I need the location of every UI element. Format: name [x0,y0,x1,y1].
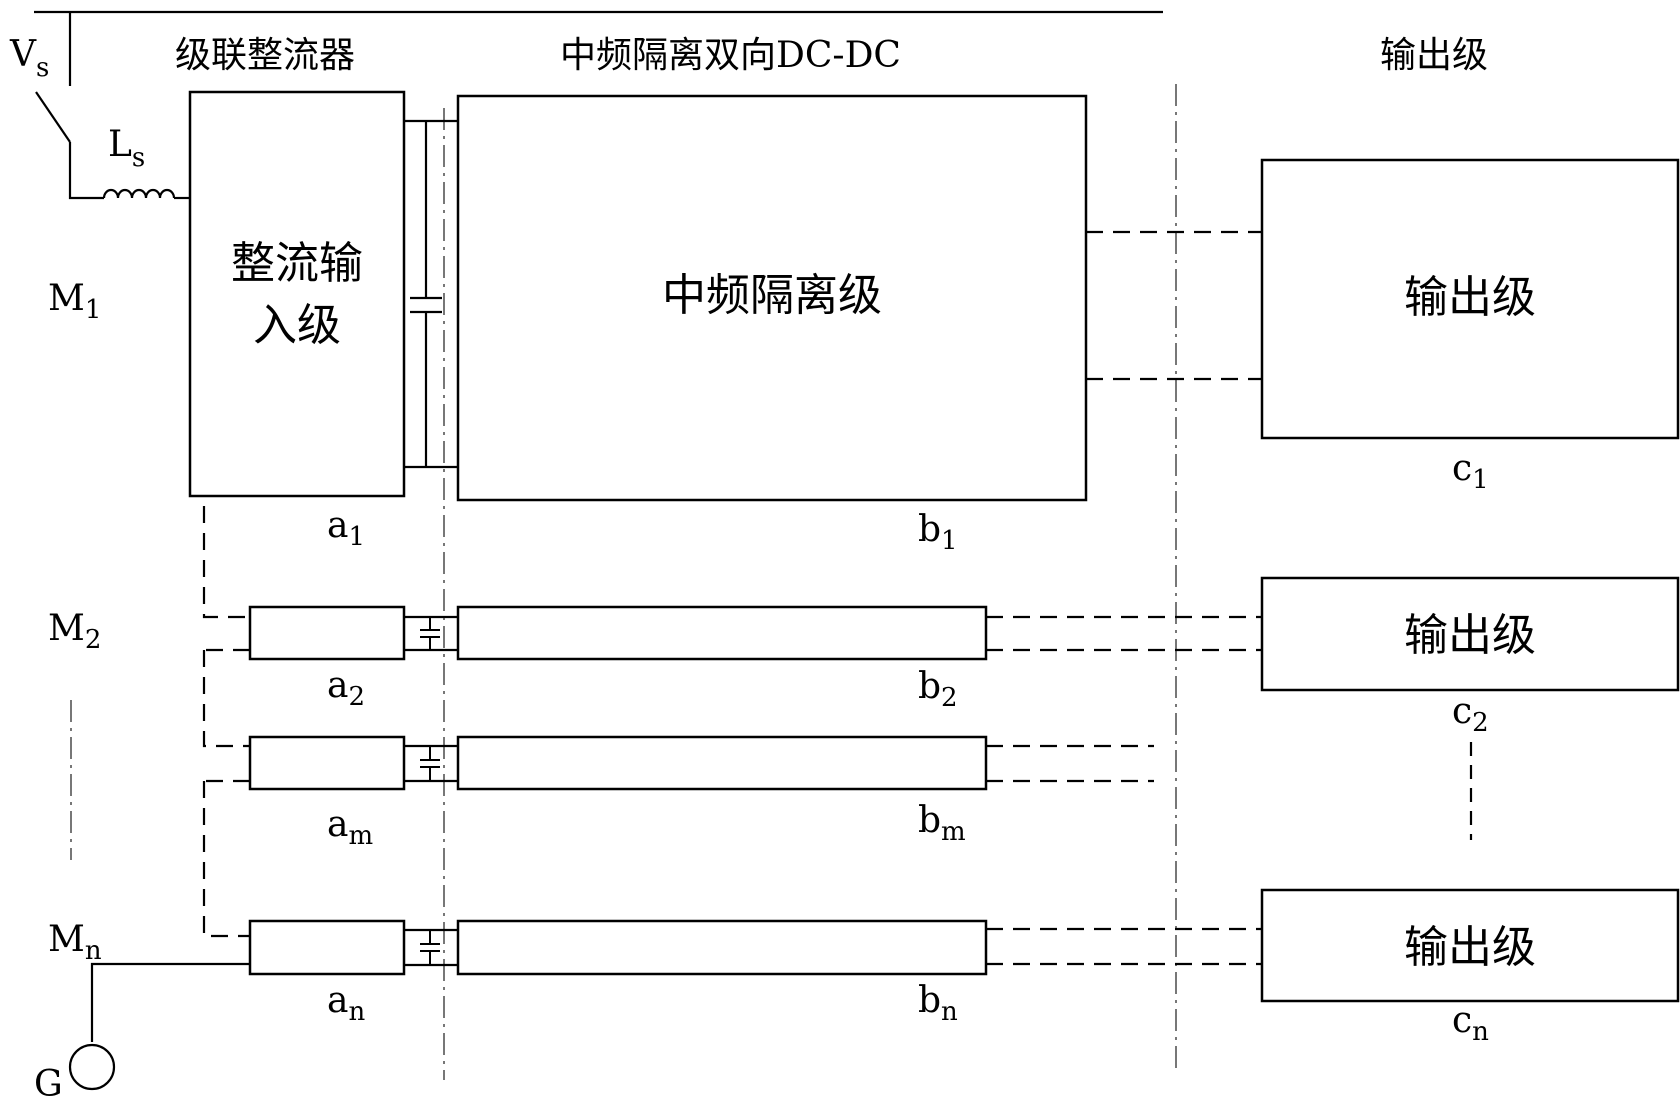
header-rectifier: 级联整流器 [175,35,355,76]
label-c2: c2 [1452,691,1489,738]
source-voltage-label: Vs [9,34,49,83]
series-link-1-2 [204,506,250,617]
label-c1: c1 [1452,448,1489,495]
label-bm: bm [918,800,966,847]
rectifier-input-block [190,92,404,496]
rectifier-block-am [250,737,404,789]
module-label-mn: Mn [48,919,102,966]
isolation-block-bm [458,737,986,789]
source-wire [70,142,104,198]
label-a1: a1 [327,505,365,552]
inductor-ls-icon [104,190,174,198]
ground-icon [70,1045,114,1089]
label-b2: b2 [918,666,958,713]
output-block-text-cn: 输出级 [1404,922,1536,973]
label-b1: b1 [918,509,958,556]
label-a2: a2 [327,665,365,712]
series-link-m-n [204,781,250,936]
rectifier-block-an [250,921,404,974]
rectifier-block-text-1: 整流输 [231,238,363,289]
label-cn: cn [1452,1000,1489,1047]
header-dcdc: 中频隔离双向DC-DC [560,35,901,76]
isolation-stage-text: 中频隔离级 [662,270,882,321]
rectifier-block-a2 [250,607,404,659]
module-label-m1: M1 [48,278,101,325]
label-an: an [327,980,365,1027]
module-label-m2: M2 [48,608,101,655]
label-am: am [327,804,373,851]
label-bn: bn [918,980,958,1027]
rectifier-block-text-2: 入级 [253,300,341,351]
output-block-text-c1: 输出级 [1404,272,1536,323]
ground-label: G [34,1064,63,1104]
isolation-block-bn [458,921,986,974]
inductor-label: Ls [108,124,145,173]
ground-wire [92,964,250,1042]
header-output: 输出级 [1380,35,1488,76]
output-block-text-c2: 输出级 [1404,610,1536,661]
series-link-2-m [204,650,250,746]
isolation-block-b2 [458,607,986,659]
source-switch [36,92,70,142]
